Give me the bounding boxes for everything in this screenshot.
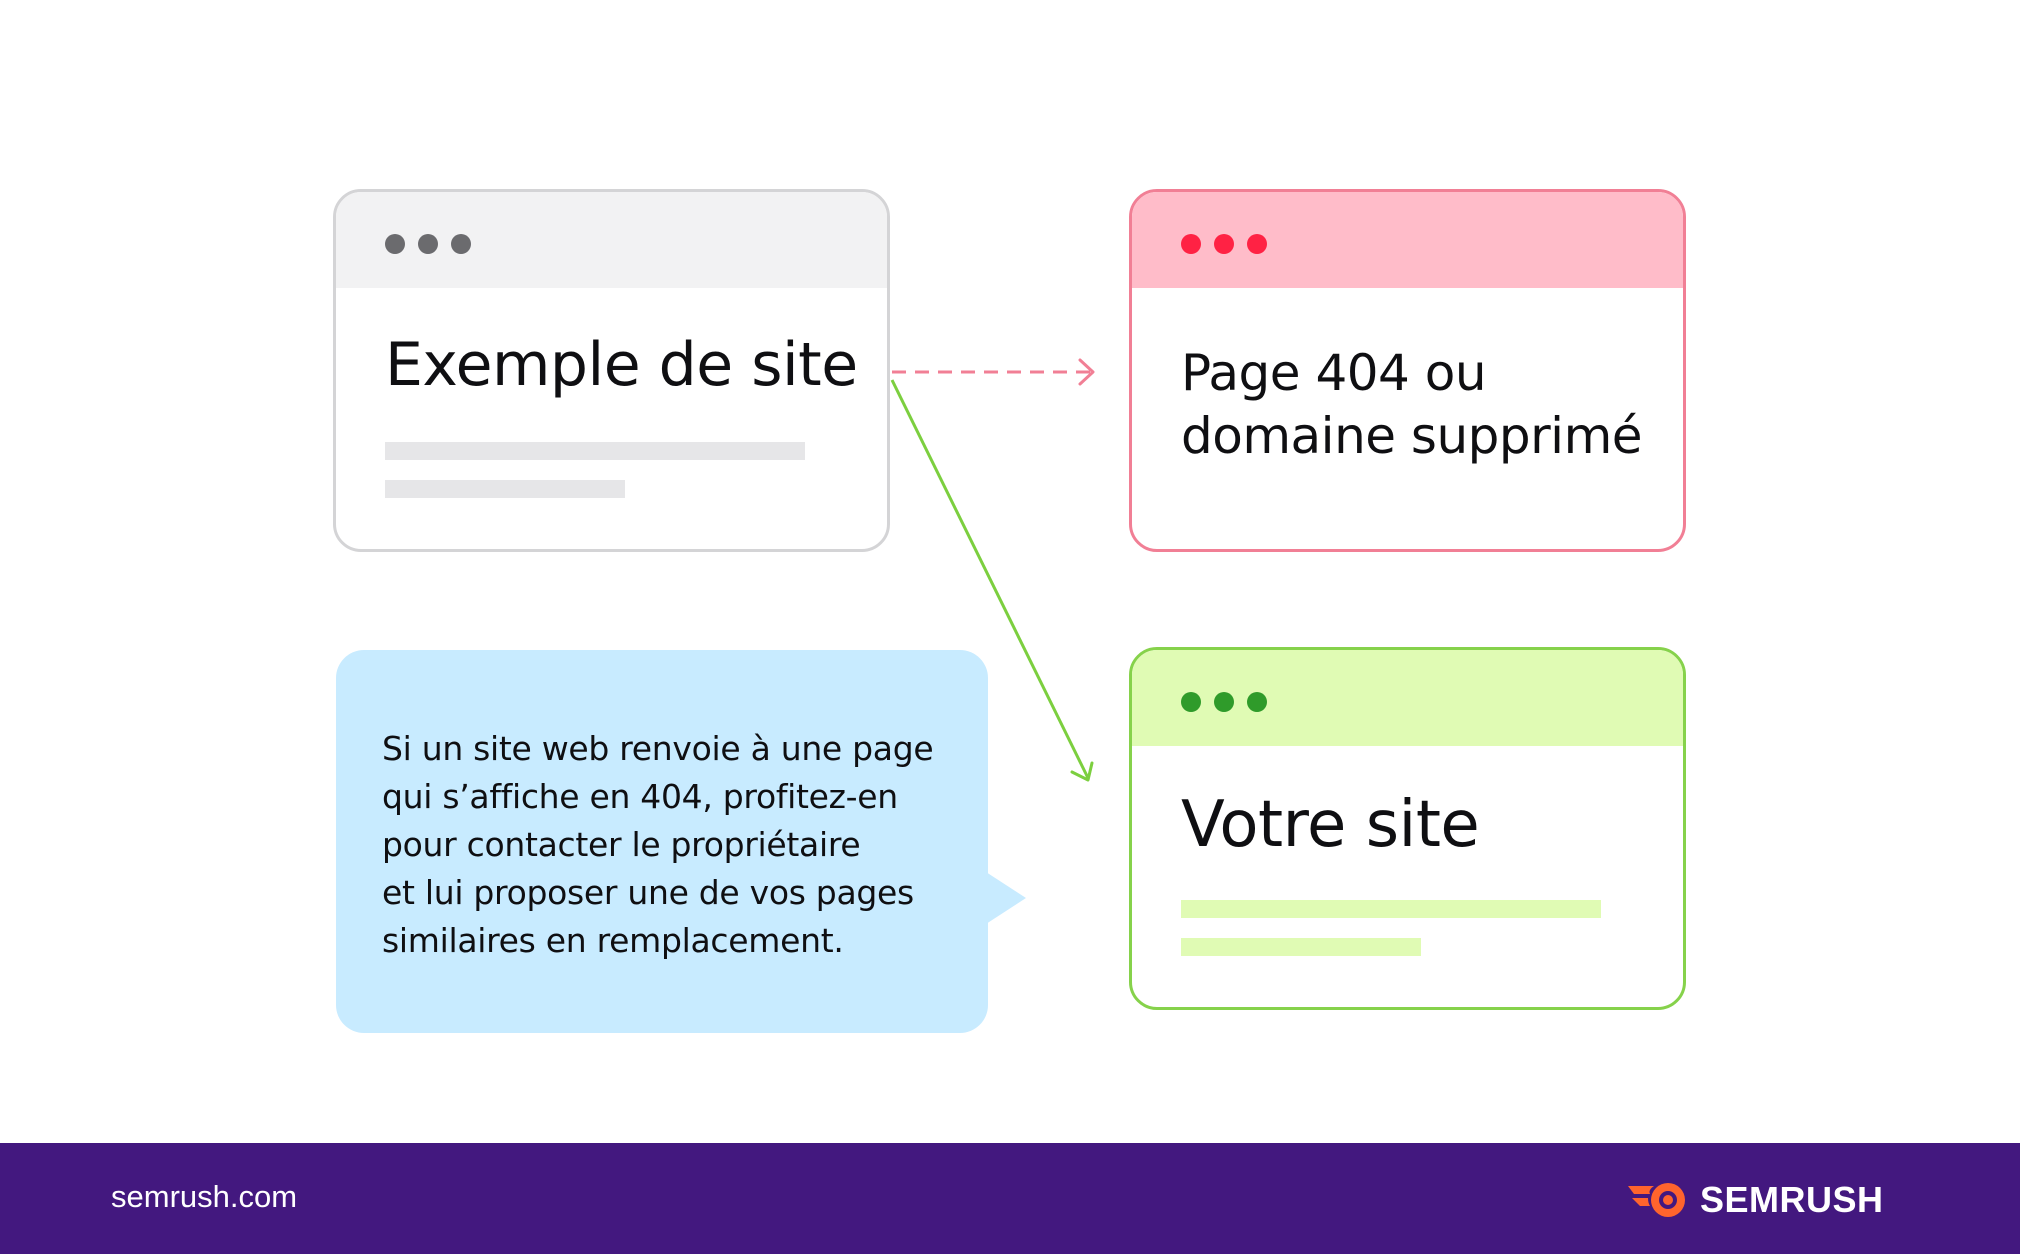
window-dot-icon <box>1181 692 1201 712</box>
error-404-title-line2: domaine supprimé <box>1181 407 1643 465</box>
error-404-window: Page 404 ou domaine supprimé <box>1129 189 1686 552</box>
error-404-title-line1: Page 404 ou <box>1181 344 1487 402</box>
window-dot-icon <box>451 234 471 254</box>
example-site-title: Exemple de site <box>385 330 858 400</box>
window-dot-icon <box>418 234 438 254</box>
footer-url-link[interactable]: semrush.com <box>111 1179 298 1214</box>
window-titlebar <box>1132 650 1683 746</box>
tip-line: qui s’affiche en 404, profitez-en <box>382 777 898 816</box>
example-site-window: Exemple de site <box>333 189 890 552</box>
dashed-arrow-icon <box>892 358 1095 386</box>
tip-speech-bubble: Si un site web renvoie à une page qui s’… <box>336 650 988 1033</box>
placeholder-line <box>1181 900 1601 918</box>
window-titlebar <box>1132 192 1683 288</box>
tip-line: pour contacter le propriétaire <box>382 825 861 864</box>
window-dot-icon <box>385 234 405 254</box>
window-titlebar <box>336 192 887 288</box>
your-site-window: Votre site <box>1129 647 1686 1010</box>
window-dot-icon <box>1181 234 1201 254</box>
error-404-title: Page 404 ou domaine supprimé <box>1181 342 1643 468</box>
footer-bar: semrush.com SEMRUSH <box>0 1143 2020 1254</box>
placeholder-line <box>385 480 625 498</box>
window-dots <box>1181 692 1267 712</box>
semrush-wordmark: SEMRUSH <box>1700 1179 1884 1220</box>
window-dot-icon <box>1247 692 1267 712</box>
window-dot-icon <box>1214 234 1234 254</box>
semrush-logo: SEMRUSH <box>1628 1179 1884 1221</box>
window-dots <box>385 234 471 254</box>
tip-line: et lui proposer une de vos pages <box>382 873 914 912</box>
semrush-flame-icon <box>1628 1183 1685 1217</box>
window-dots <box>1181 234 1267 254</box>
tip-text: Si un site web renvoie à une page qui s’… <box>382 725 972 965</box>
your-site-title: Votre site <box>1181 788 1480 862</box>
tip-line: similaires en remplacement. <box>382 921 844 960</box>
connector-arrows <box>890 358 1095 782</box>
placeholder-line <box>385 442 805 460</box>
window-dot-icon <box>1247 234 1267 254</box>
window-dot-icon <box>1214 692 1234 712</box>
tip-line: Si un site web renvoie à une page <box>382 729 934 768</box>
placeholder-line <box>1181 938 1421 956</box>
speech-bubble-tail <box>986 872 1026 924</box>
